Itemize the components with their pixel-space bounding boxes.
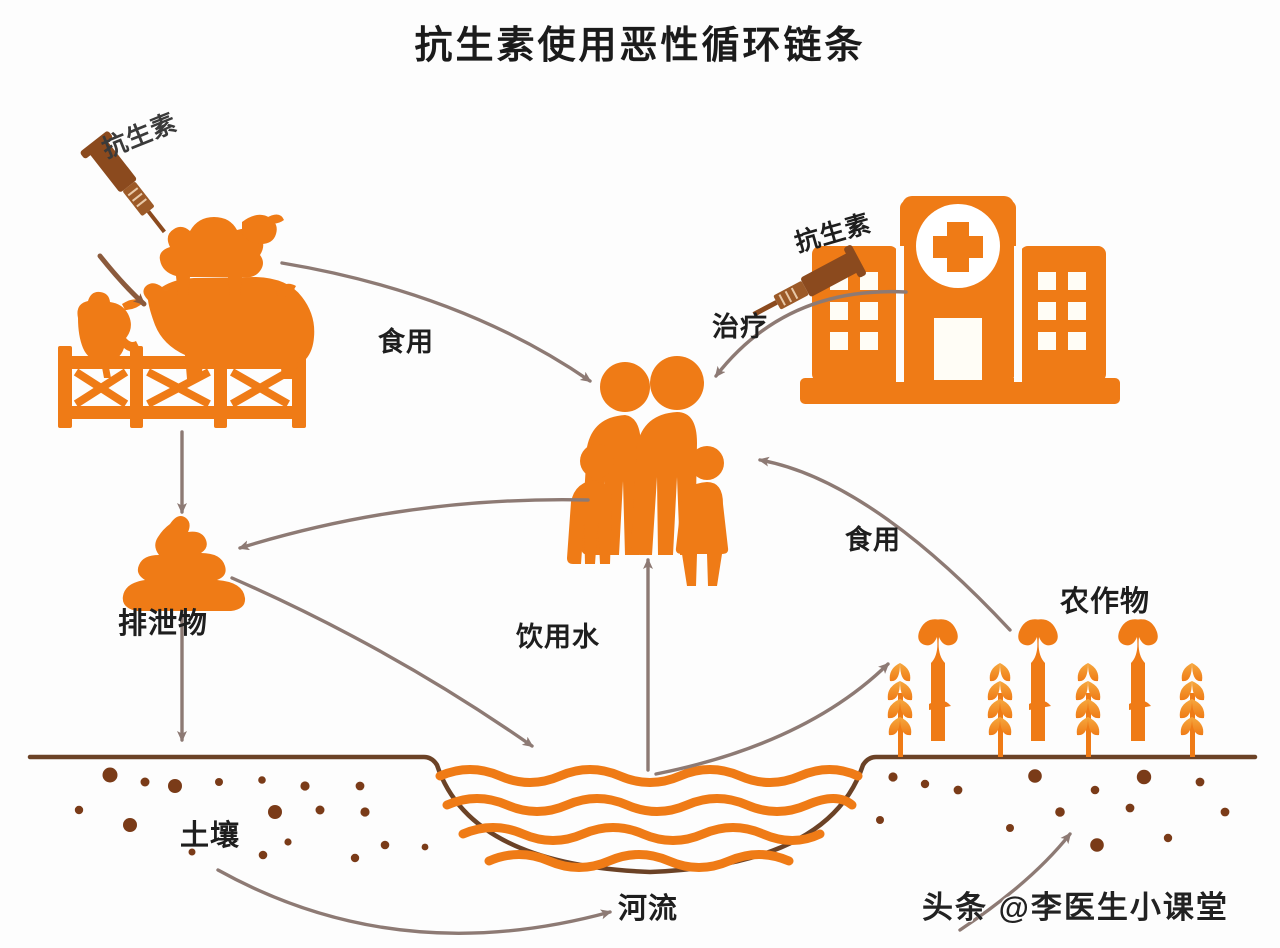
family-group-icon bbox=[567, 356, 729, 586]
pig-icon bbox=[143, 277, 315, 379]
label-consume-farm: 食用 bbox=[378, 327, 434, 357]
ground-group bbox=[27, 754, 1258, 875]
watermark: 头条 @李医生小课堂 bbox=[922, 890, 1229, 925]
ground-line bbox=[27, 754, 1258, 875]
farm-animals-fence-icon bbox=[58, 214, 315, 428]
label-excrement: 排泄物 bbox=[118, 608, 209, 640]
arrow-farm-to-family bbox=[280, 261, 592, 383]
syringe-icon-farm bbox=[80, 131, 166, 234]
syringe-icon-hospital bbox=[752, 245, 866, 317]
label-soil: 土壤 bbox=[180, 820, 241, 852]
arrow-family-to-excrement bbox=[238, 498, 590, 551]
label-treatment: 治疗 bbox=[712, 312, 768, 342]
excrement-icon bbox=[122, 516, 246, 611]
page-title: 抗生素使用恶性循环链条 bbox=[414, 25, 866, 67]
arrow-hospital-to-family bbox=[714, 289, 908, 378]
arrow-crops-to-family bbox=[758, 456, 1012, 632]
soil-icon bbox=[74, 767, 1230, 863]
river-water-icon bbox=[435, 765, 863, 872]
arrow-excrement-to-river bbox=[230, 576, 534, 748]
arrow-soil-to-river bbox=[216, 868, 612, 935]
label-river: 河流 bbox=[618, 893, 679, 925]
label-drinking-water: 饮用水 bbox=[516, 622, 600, 652]
label-crops: 农作物 bbox=[1060, 586, 1151, 618]
label-consume-crops: 食用 bbox=[845, 525, 901, 555]
sheep-icon bbox=[159, 214, 284, 297]
arrow-river-to-crops bbox=[654, 662, 890, 776]
arrow-soil-to-crops bbox=[958, 832, 1072, 932]
arrow-syringe-to-farm bbox=[97, 253, 147, 307]
crops-wheat-icon bbox=[887, 619, 1205, 757]
